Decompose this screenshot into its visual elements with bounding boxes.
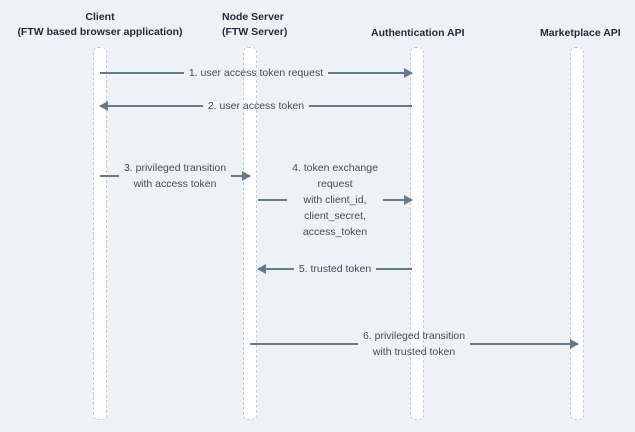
participant-title-marketplace-api: Marketplace API xyxy=(540,27,621,39)
message-5: 5. trusted token xyxy=(258,262,413,276)
message-6-label: 6. privileged transition with trusted to… xyxy=(358,328,470,360)
participant-subtitle-node-server: (FTW Server) xyxy=(222,26,288,38)
participant-title-authentication-api: Authentication API xyxy=(371,27,465,39)
message-3-line-left xyxy=(100,175,119,177)
participant-title-client: Client xyxy=(85,11,115,23)
message-6-arrow-right-icon xyxy=(470,343,579,345)
participant-header-node-server: Node Server (FTW Server) xyxy=(222,10,310,40)
participant-subtitle-client: (FTW based browser application) xyxy=(17,26,183,38)
message-4-label-line-4: client_secret, xyxy=(304,210,366,222)
message-3-arrow-right-icon xyxy=(231,175,251,177)
message-2-label: 2. user access token xyxy=(203,99,309,113)
message-1-label: 1. user access token request xyxy=(184,66,328,80)
participant-header-client: Client (FTW based browser application) xyxy=(14,10,186,40)
message-5-line-right xyxy=(376,268,413,270)
message-1: 1. user access token request xyxy=(100,66,412,80)
message-4-arrow-right-icon xyxy=(382,199,413,201)
message-3-label-line-2: with access token xyxy=(133,178,217,190)
message-4-label: 4. token exchange request with client_id… xyxy=(287,160,383,240)
message-4-label-line-1: 4. token exchange xyxy=(292,162,378,174)
message-5-label-line-1: 5. trusted token xyxy=(298,263,372,275)
message-3: 3. privileged transition with access tok… xyxy=(100,160,251,192)
message-2-line-right xyxy=(309,105,412,107)
lifeline-client xyxy=(93,47,107,420)
participant-header-marketplace-api: Marketplace API xyxy=(540,26,635,41)
message-6-label-line-2: with trusted token xyxy=(372,346,456,358)
message-1-line-left xyxy=(100,72,184,74)
message-1-arrow-right-icon xyxy=(328,72,412,74)
participant-title-node-server: Node Server xyxy=(222,11,284,23)
message-3-label: 3. privileged transition with access tok… xyxy=(119,160,231,192)
message-2: 2. user access token xyxy=(100,99,412,113)
message-2-arrow-left-icon xyxy=(100,105,203,107)
message-1-label-line-1: 1. user access token request xyxy=(188,67,324,79)
message-6-line-left xyxy=(250,343,358,345)
participant-header-authentication-api: Authentication API xyxy=(371,26,475,41)
message-4-label-line-5: access_token xyxy=(302,226,368,238)
message-2-label-line-1: 2. user access token xyxy=(207,100,305,112)
message-4-label-line-3: with client_id, xyxy=(303,194,367,206)
message-4-label-line-2: request xyxy=(317,178,353,190)
message-4-line-left xyxy=(258,199,288,201)
lifeline-marketplace-api xyxy=(570,47,584,420)
lifeline-node-server xyxy=(243,47,257,420)
message-6-label-line-1: 6. privileged transition xyxy=(362,330,466,342)
message-5-arrow-left-icon xyxy=(258,268,294,270)
message-3-label-line-1: 3. privileged transition xyxy=(123,162,227,174)
message-5-label: 5. trusted token xyxy=(294,262,376,276)
lifeline-authentication-api xyxy=(410,47,424,420)
message-6: 6. privileged transition with trusted to… xyxy=(250,328,579,360)
message-4: 4. token exchange request with client_id… xyxy=(258,160,413,240)
